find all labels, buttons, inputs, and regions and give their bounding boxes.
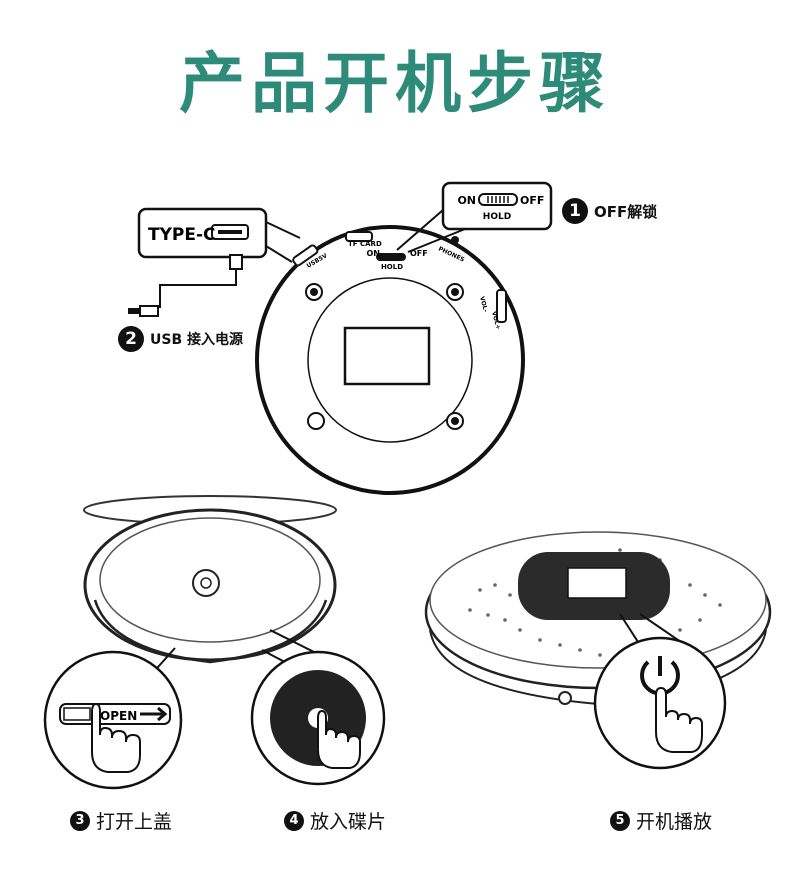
step-3-text: 打开上盖 <box>96 811 173 833</box>
open-slider-zoom <box>43 650 183 790</box>
hand-pointer-icon <box>91 702 141 773</box>
step-1-number: 1 <box>562 198 588 224</box>
step-5: 5 开机播放 <box>610 807 712 834</box>
typec-label: TYPE-C <box>148 225 216 245</box>
switch-toggle-icon <box>478 193 518 206</box>
small-switch-hold: HOLD <box>381 263 403 271</box>
open-lid-player <box>83 495 337 664</box>
port-vol-minus-label: VOL- <box>478 296 489 314</box>
step-2-text: USB 接入电源 <box>150 332 243 348</box>
step-4: 4 放入碟片 <box>284 807 386 834</box>
usb-plug-icon <box>128 254 243 317</box>
switch-off-label: OFF <box>520 194 544 207</box>
small-switch-off: OFF <box>410 249 428 258</box>
step-4-number: 4 <box>284 810 304 831</box>
hand-pointer-icon <box>655 686 703 753</box>
step-1-text: OFF解锁 <box>594 202 658 221</box>
step-1: 1 OFF解锁 <box>562 198 657 224</box>
switch-on-label: ON <box>457 194 476 207</box>
step-2: 2 USB 接入电源 <box>118 326 243 352</box>
step-2-number: 2 <box>118 326 144 352</box>
port-vol-plus-label: VOL+ <box>490 311 502 331</box>
device-bottom-view <box>255 225 525 495</box>
typec-callout <box>137 207 268 259</box>
step-3: 3 打开上盖 <box>70 807 172 834</box>
switch-hold-label: HOLD <box>483 212 511 222</box>
step-5-number: 5 <box>610 810 630 831</box>
port-tf-label: TF CARD <box>348 240 382 248</box>
page-title: 产品开机步骤 <box>179 45 611 122</box>
hand-pointer-icon <box>317 709 361 769</box>
open-label: OPEN <box>100 709 137 723</box>
step-4-text: 放入碟片 <box>310 811 387 833</box>
step-3-number: 3 <box>70 810 90 831</box>
step-5-text: 开机播放 <box>636 811 713 833</box>
small-switch-on: ON <box>367 249 381 258</box>
